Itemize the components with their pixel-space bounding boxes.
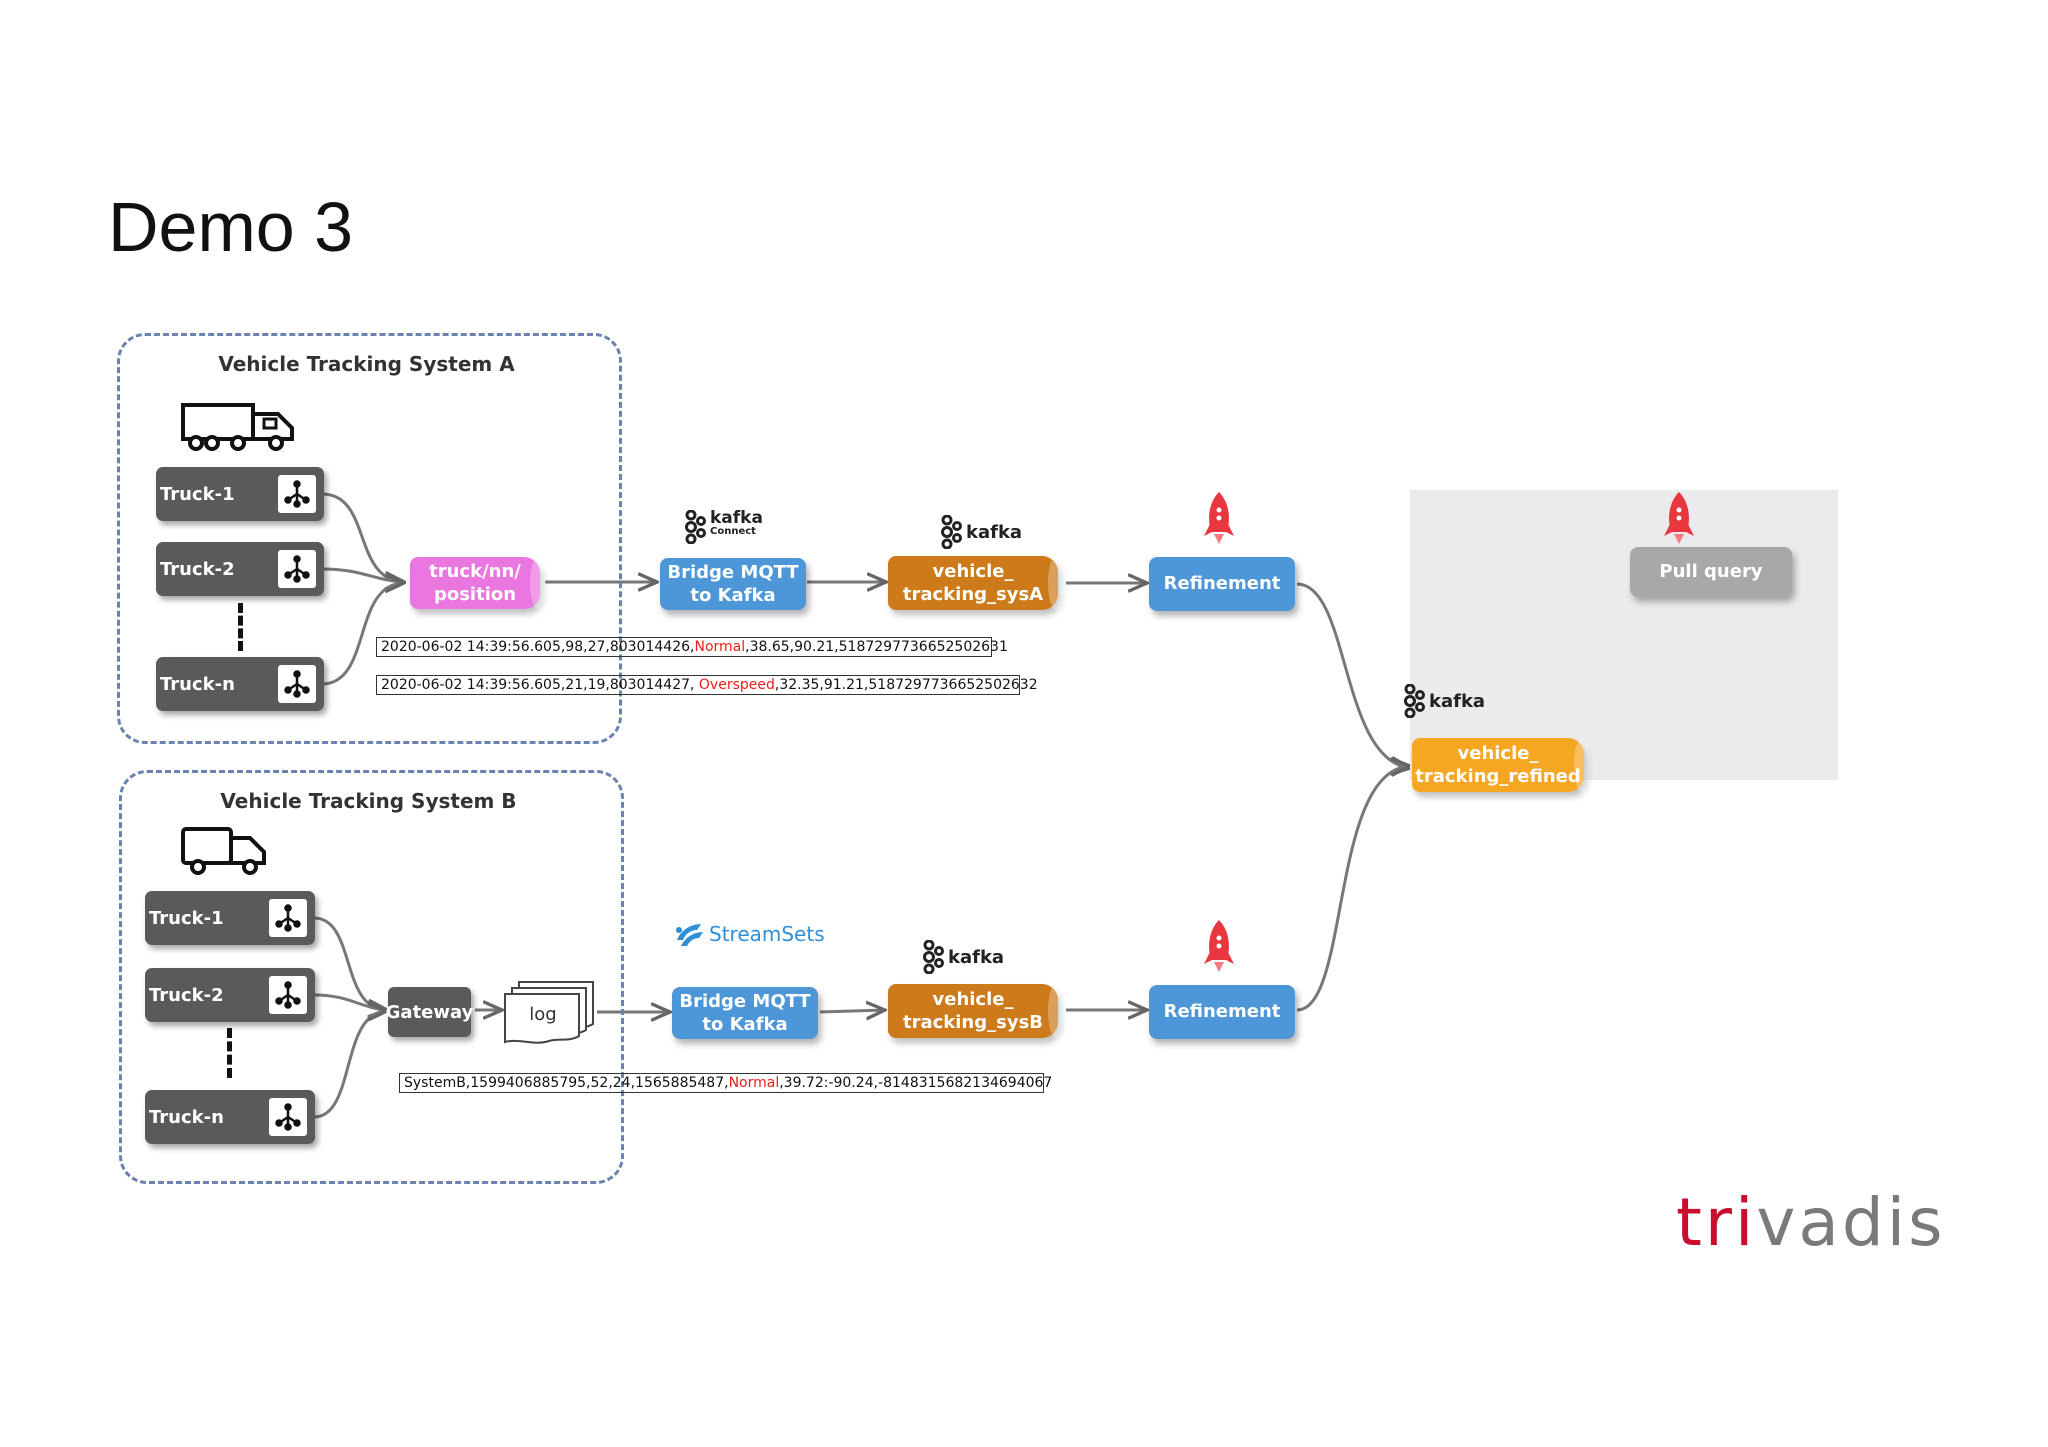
kafka-icon xyxy=(941,515,962,549)
system-a-title: Vehicle Tracking System A xyxy=(218,352,515,376)
refinement-a: Refinement xyxy=(1149,557,1295,611)
sensor-icon xyxy=(278,475,316,513)
bridge-mqtt-to-kafka-b: Bridge MQTT to Kafka xyxy=(672,987,818,1039)
topic-vehicle-tracking-refined: vehicle_ tracking_refined xyxy=(1412,738,1590,792)
connector-refine-a-to-refined xyxy=(1296,582,1410,768)
streamsets-logo: StreamSets xyxy=(673,920,825,948)
truck-label: Truck-1 xyxy=(149,907,224,929)
record-text: ,32.35,91.21,5187297736652502632 xyxy=(774,677,1038,693)
truck-item: Truck-2 xyxy=(145,968,315,1022)
sensor-icon xyxy=(269,899,307,937)
kafka-connect-subtitle: Connect xyxy=(710,526,756,537)
slide-title: Demo 3 xyxy=(108,188,354,266)
log-files-icon xyxy=(503,980,595,1049)
sensor-icon xyxy=(278,665,316,703)
sample-record-a2: 2020-06-02 14:39:56.605,21,19,803014427,… xyxy=(376,675,1038,695)
logo-part: tri xyxy=(1676,1184,1757,1261)
refinement-b: Refinement xyxy=(1149,985,1295,1039)
truck-label: Truck-1 xyxy=(160,483,235,505)
record-status: Overspeed xyxy=(698,677,775,693)
kafka-connect-logo: kafka Connect xyxy=(684,510,763,544)
truck-label: Truck-n xyxy=(160,673,235,695)
streamsets-icon xyxy=(676,924,703,946)
sensor-icon xyxy=(269,976,307,1014)
kafka-logo-label: kafka xyxy=(948,946,1005,968)
record-text: ,39.72:-90.24,-8148315682134694067 xyxy=(779,1075,1053,1091)
ellipsis-divider xyxy=(238,603,248,651)
kafka-logo-label: kafka xyxy=(966,521,1023,543)
rocket-icon xyxy=(1202,918,1236,979)
record-status: Normal xyxy=(694,639,746,655)
truck-label: Truck-2 xyxy=(149,984,224,1006)
connector-bridge-to-topic-b xyxy=(819,1010,885,1012)
truck-item: Truck-1 xyxy=(156,467,324,521)
connector-truck-bn xyxy=(313,1011,387,1119)
streamsets-label: StreamSets xyxy=(709,922,825,946)
kafka-logo: kafka xyxy=(1403,684,1485,718)
gateway: Gateway xyxy=(386,987,473,1037)
system-b-container xyxy=(119,770,624,1184)
delivery-van-icon xyxy=(180,826,268,881)
record-text: ,38.65,90.21,5187297736652502631 xyxy=(745,639,1008,655)
kafka-logo: kafka xyxy=(940,515,1022,549)
logo-part: vadis xyxy=(1756,1184,1946,1261)
ellipsis-divider xyxy=(227,1028,237,1078)
bridge-mqtt-to-kafka-a: Bridge MQTT to Kafka xyxy=(660,558,806,610)
kafka-icon xyxy=(1404,684,1425,718)
kafka-logo-label: kafka xyxy=(1429,690,1486,712)
truck-item: Truck-n xyxy=(145,1090,315,1144)
rocket-icon xyxy=(1202,490,1236,551)
topic-vehicle-tracking-sysa: vehicle_ tracking_sysA xyxy=(888,556,1064,610)
record-status: Normal xyxy=(728,1075,780,1091)
sample-record-b1: SystemB,1599406885795,52,24,1565885487,N… xyxy=(399,1073,1052,1093)
truck-icon xyxy=(180,402,300,457)
kafka-icon xyxy=(923,940,944,974)
record-text: 2020-06-02 14:39:56.605,21,19,803014427, xyxy=(381,677,699,693)
kafka-connect-title: kafka xyxy=(710,508,763,528)
topic-vehicle-tracking-sysb: vehicle_ tracking_sysB xyxy=(888,984,1064,1038)
connector-refine-b-to-refined xyxy=(1296,766,1410,1012)
truck-label: Truck-2 xyxy=(160,558,235,580)
pull-query-panel xyxy=(1410,490,1838,780)
truck-item: Truck-n xyxy=(156,657,324,711)
system-b-title: Vehicle Tracking System B xyxy=(220,789,517,813)
sample-record-a1: 2020-06-02 14:39:56.605,98,27,803014426,… xyxy=(376,637,1008,657)
sensor-icon xyxy=(278,550,316,588)
log-label: log xyxy=(529,1004,557,1025)
truck-item: Truck-2 xyxy=(156,542,324,596)
record-text: SystemB,1599406885795,52,24,1565885487, xyxy=(404,1075,729,1091)
kafka-logo: kafka xyxy=(922,940,1004,974)
rocket-icon xyxy=(1662,490,1696,551)
system-a-container xyxy=(117,333,622,744)
sensor-icon xyxy=(269,1098,307,1136)
truck-label: Truck-n xyxy=(149,1106,224,1128)
truck-item: Truck-1 xyxy=(145,891,315,945)
kafka-icon xyxy=(685,510,706,544)
pull-query: Pull query xyxy=(1630,547,1792,597)
trivadis-logo: trivadis xyxy=(1676,1190,1945,1256)
mqtt-topic: truck/nn/ position xyxy=(410,557,546,609)
record-text: 2020-06-02 14:39:56.605,98,27,803014426, xyxy=(381,639,695,655)
connector-truck-an xyxy=(321,583,404,686)
